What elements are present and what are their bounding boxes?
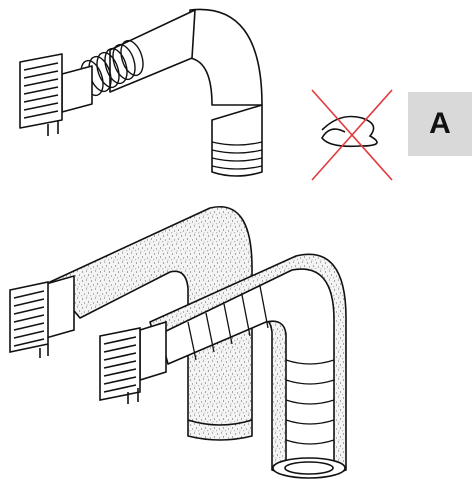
top-duct-assembly: [19, 8, 263, 177]
front-grille-icon: [99, 320, 167, 404]
panel-label-badge: A: [408, 92, 472, 156]
no-coil-icon: [311, 89, 393, 181]
duct-elbow: [189, 8, 263, 106]
duct-horizontal-run: [109, 9, 196, 93]
connector-sleeve: [61, 65, 93, 113]
front-insulated-duct: [149, 253, 347, 479]
duct-vertical-leg: [211, 104, 263, 177]
back-insulated-duct: [49, 206, 253, 441]
duct-ribs: [211, 141, 263, 170]
louvred-grille-icon: [19, 53, 63, 136]
back-grille-icon: [9, 274, 75, 358]
panel-label: A: [429, 107, 451, 140]
